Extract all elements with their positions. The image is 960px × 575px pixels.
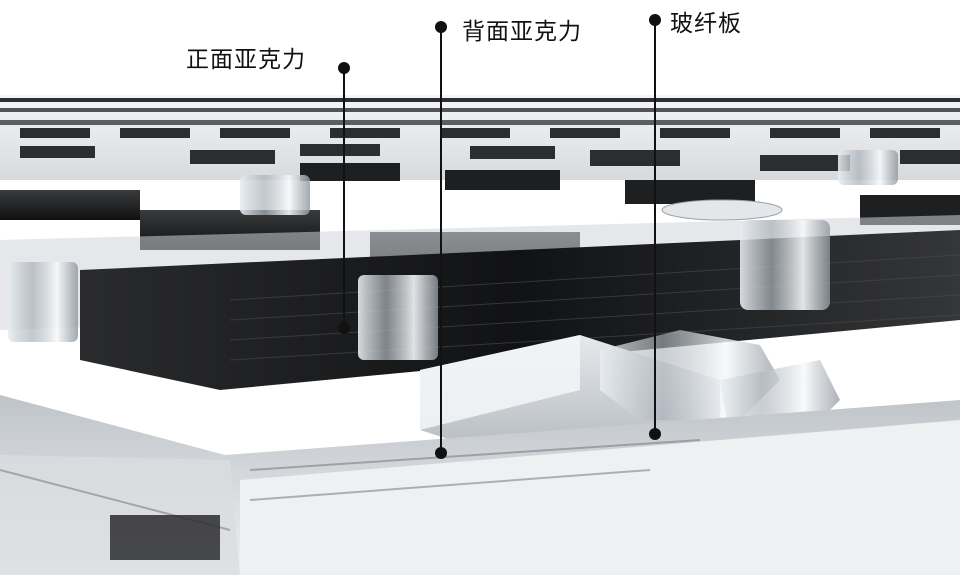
- front-acrylic-anchor-icon: [338, 322, 350, 334]
- back-acrylic-label: 背面亚克力: [462, 19, 582, 45]
- fiberglass-dot-icon: [649, 14, 661, 26]
- back-acrylic-dot-icon: [435, 21, 447, 33]
- far-led-rows: [0, 98, 960, 171]
- fiberglass-board-label: 玻纤板: [670, 11, 742, 37]
- callout-dots: [338, 14, 661, 459]
- back-acrylic-anchor-icon: [435, 447, 447, 459]
- fiberglass-anchor-icon: [649, 428, 661, 440]
- front-acrylic-dot-icon: [338, 62, 350, 74]
- callout-leaders: [343, 20, 656, 453]
- front-acrylic-label: 正面亚克力: [186, 47, 306, 73]
- glass-standoffs: [8, 150, 898, 360]
